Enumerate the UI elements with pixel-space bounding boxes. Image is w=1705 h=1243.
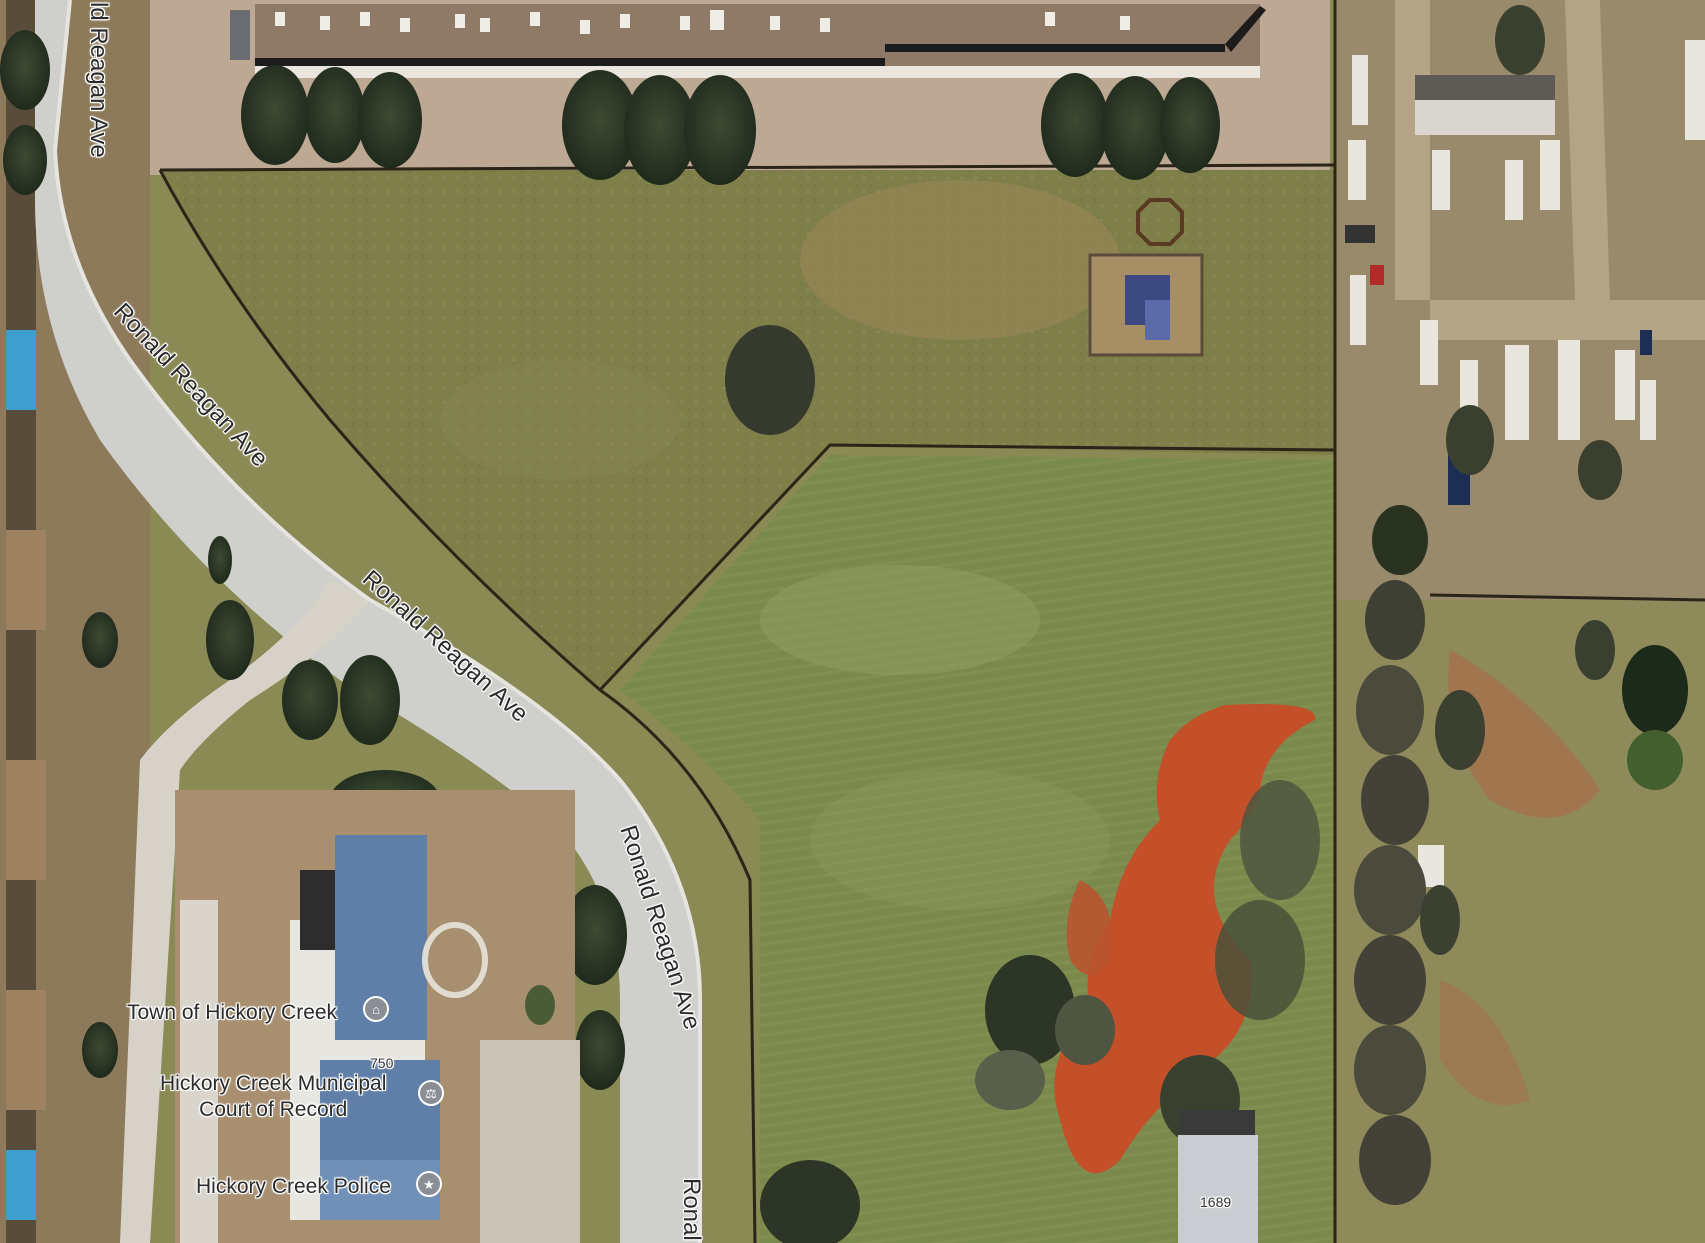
street-trees	[0, 30, 1220, 1090]
left-residential-area	[0, 0, 150, 1243]
red-mulch-area	[1054, 704, 1316, 1174]
place-label-court[interactable]: Hickory Creek Municipal Court of Record	[160, 1071, 386, 1123]
police-shield-icon[interactable]: ★	[416, 1171, 442, 1197]
road-label: Ronal	[678, 1178, 705, 1241]
field-trees	[725, 325, 1320, 1243]
ronald-reagan-ave-road	[35, 0, 702, 1243]
upper-park-field	[160, 170, 1335, 690]
address-label-1689: 1689	[1200, 1194, 1232, 1210]
small-building-1689	[1178, 1110, 1258, 1243]
place-label-court-line1: Hickory Creek Municipal	[160, 1072, 387, 1095]
tree-line	[1354, 5, 1688, 1205]
place-label-court-line2: Court of Record	[199, 1098, 348, 1121]
place-label-town-hall[interactable]: Town of Hickory Creek	[127, 1001, 338, 1024]
playground	[1088, 198, 1204, 357]
road-label: ld Reagan Ave	[85, 2, 112, 158]
address-label-750: 750	[370, 1055, 394, 1071]
civic-building	[175, 790, 580, 1243]
courthouse-icon[interactable]: ⚖	[418, 1080, 444, 1106]
civic-building-icon[interactable]: ⌂	[363, 996, 389, 1022]
place-label-police[interactable]: Hickory Creek Police	[196, 1175, 391, 1198]
